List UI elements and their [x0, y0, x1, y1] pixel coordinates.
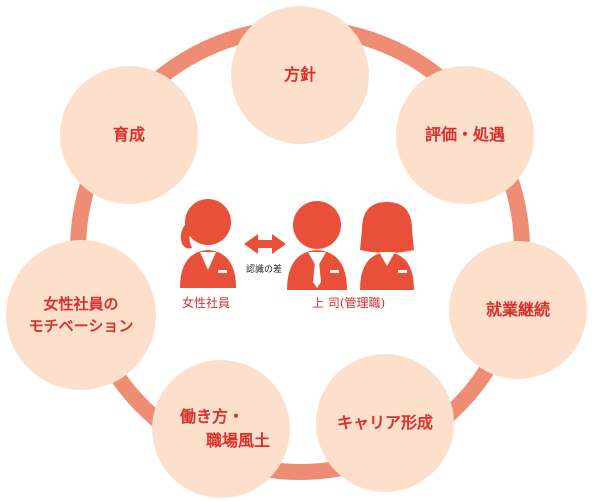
- node-motivation-line1: 女性社員の: [43, 294, 119, 313]
- double-arrow-icon: [244, 234, 286, 254]
- node-development-label: 育成: [112, 125, 145, 144]
- node-policy: 方針: [231, 6, 369, 144]
- node-career-label: キャリア形成: [336, 413, 433, 432]
- manager-female-icon: [360, 202, 414, 290]
- node-development: 育成: [60, 66, 198, 204]
- node-evaluation: 評価・処遇: [396, 66, 534, 204]
- node-retention-label: 就業継続: [485, 300, 550, 319]
- node-workstyle-line1: 働き方・: [179, 407, 244, 426]
- manager-label: 上 司(管理職): [312, 296, 386, 310]
- female-employee-icon: [180, 199, 236, 288]
- node-motivation: 女性社員の モチベーション: [6, 240, 156, 390]
- node-workstyle-line2: 職場風土: [205, 431, 270, 450]
- node-retention: 就業継続: [449, 241, 587, 379]
- node-career: キャリア形成: [316, 354, 454, 492]
- node-policy-label: 方針: [283, 65, 316, 84]
- recognition-gap-label: 認識の差: [246, 265, 283, 275]
- node-workstyle: 働き方・ 職場風土: [152, 360, 290, 498]
- manager-male-icon: [287, 201, 347, 290]
- female-employee-label: 女性社員: [182, 296, 231, 310]
- node-evaluation-label: 評価・処遇: [424, 125, 505, 144]
- node-motivation-line2: モチベーション: [28, 317, 134, 335]
